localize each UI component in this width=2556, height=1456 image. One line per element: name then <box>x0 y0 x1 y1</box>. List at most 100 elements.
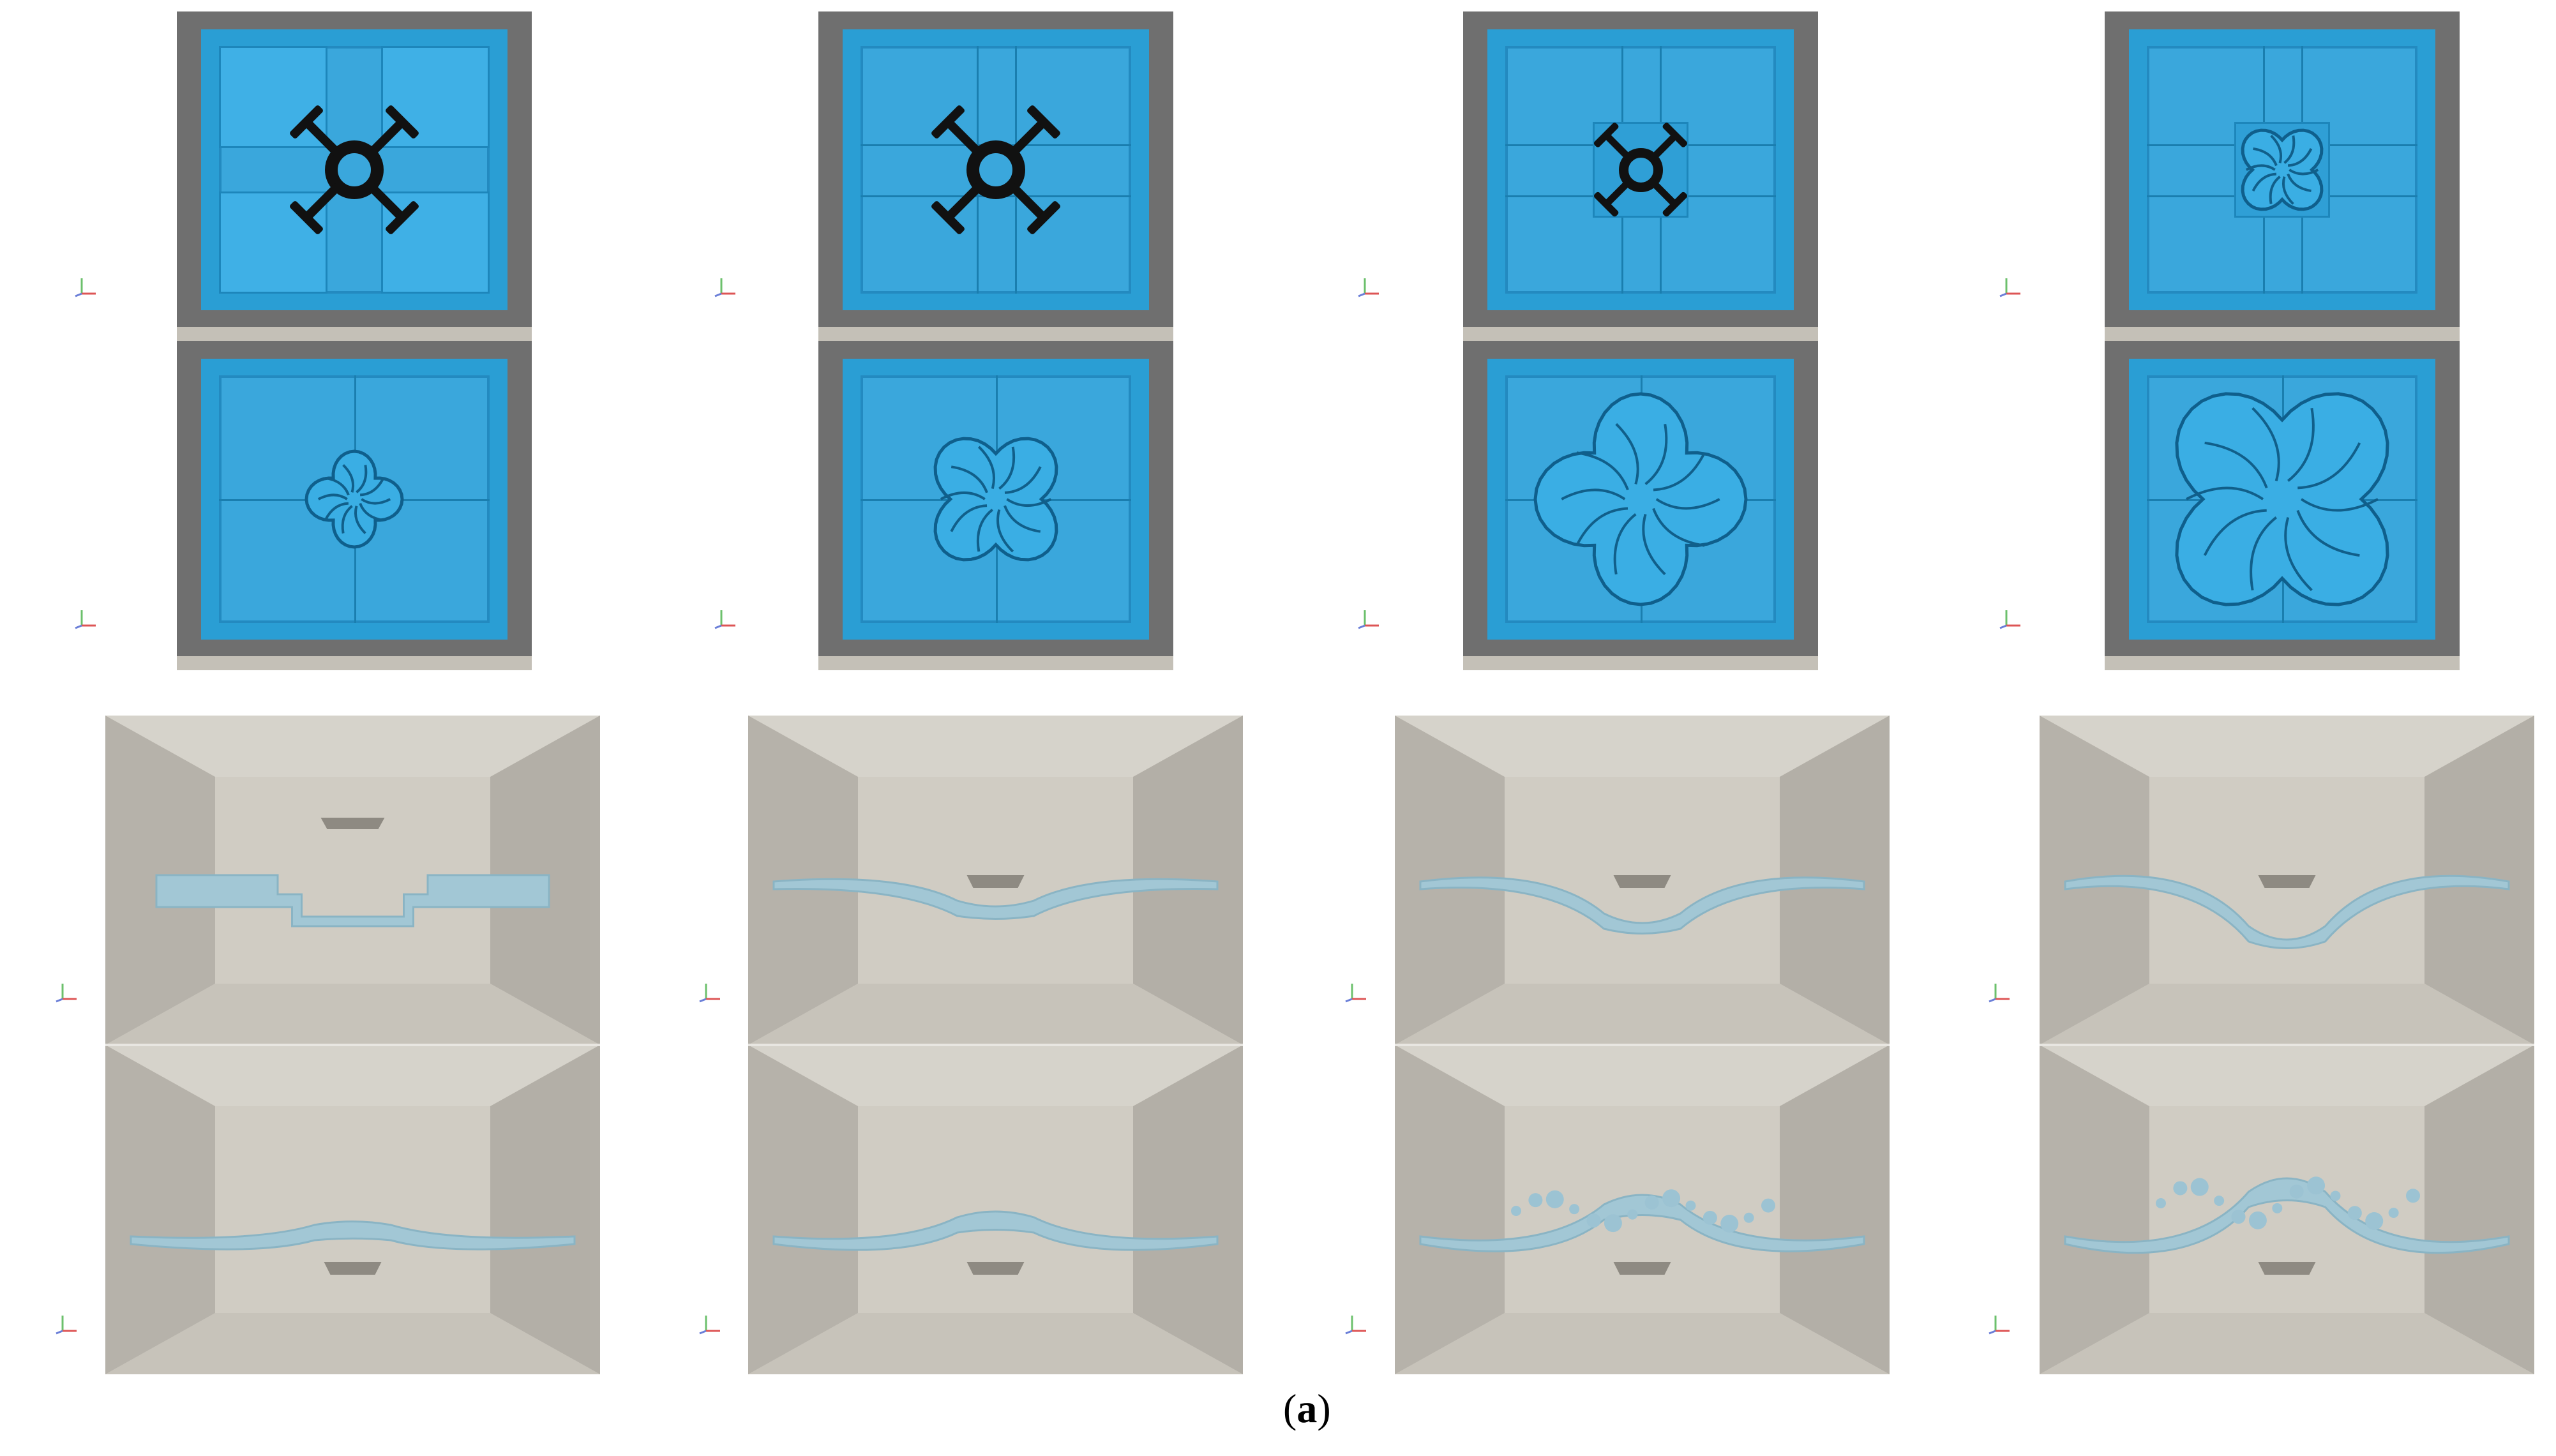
axis-triad-icon <box>1984 980 2016 1005</box>
floor-band <box>1463 327 1818 341</box>
room-ceiling <box>748 716 1243 777</box>
axis-triad-icon <box>710 606 742 632</box>
room-ceiling <box>748 1045 1243 1106</box>
top-view-upper <box>177 11 532 341</box>
water-droplet <box>1761 1198 1775 1213</box>
water-layer <box>1419 1194 1865 1252</box>
room-floor <box>748 984 1243 1045</box>
axis-triad-icon <box>1353 274 1385 300</box>
water-droplet <box>1511 1206 1521 1216</box>
water-layer <box>2064 874 2510 949</box>
side-view-upper <box>748 716 1243 1045</box>
room-floor <box>748 1313 1243 1374</box>
water-droplet <box>1627 1209 1638 1220</box>
room-back-wall <box>2149 1106 2424 1313</box>
water-droplet <box>2388 1208 2399 1219</box>
room-floor <box>105 1313 600 1374</box>
water-droplet <box>2190 1178 2209 1196</box>
water-droplet <box>2272 1203 2283 1213</box>
water-droplet <box>1569 1204 1580 1215</box>
room-ceiling <box>105 1045 600 1106</box>
water-droplet <box>2307 1176 2326 1195</box>
room-ceiling <box>1395 716 1890 777</box>
side-view-lower <box>748 1045 1243 1374</box>
water-layer <box>772 1210 1219 1251</box>
water-droplet <box>1662 1189 1681 1208</box>
side-view-panel <box>2040 716 2534 1374</box>
room-left-wall <box>2040 1045 2149 1374</box>
room-right-wall <box>1133 1045 1243 1374</box>
side-view-panel <box>105 716 600 1374</box>
water-droplet <box>1703 1210 1717 1225</box>
water-surface <box>1487 29 1794 310</box>
drone-icon <box>320 818 385 829</box>
side-view-panel <box>748 716 1243 1374</box>
room-right-wall <box>2424 1045 2534 1374</box>
water-droplet <box>1545 1190 1564 1208</box>
drone-icon <box>1487 29 1794 310</box>
drone-icon <box>2258 1262 2316 1275</box>
room-floor <box>2040 984 2534 1045</box>
floor-band <box>2105 656 2460 670</box>
water-droplet <box>1586 1213 1601 1228</box>
water-droplet <box>1743 1212 1754 1223</box>
water-droplet <box>1685 1200 1696 1211</box>
side-view-upper <box>2040 716 2534 1045</box>
drone-icon <box>843 29 1149 310</box>
top-view-lower <box>818 341 1173 670</box>
side-view-lower <box>2040 1045 2534 1374</box>
water-splash <box>2175 392 2389 606</box>
water-droplet <box>2248 1211 2267 1229</box>
water-surface <box>843 29 1149 310</box>
top-view-panel <box>818 11 1173 670</box>
side-view-render <box>1395 716 1890 1045</box>
room-left-wall <box>1395 1045 1505 1374</box>
water-droplet <box>2365 1212 2384 1230</box>
floor-band <box>818 656 1173 670</box>
drone-icon <box>966 875 1025 888</box>
axis-triad-icon <box>1341 980 1372 1005</box>
axis-triad-icon <box>710 274 742 300</box>
axis-triad-icon <box>51 1312 83 1337</box>
top-view-lower <box>177 341 532 670</box>
side-view-panel <box>1395 716 1890 1374</box>
water-droplet <box>2330 1190 2341 1201</box>
water-block <box>381 46 490 148</box>
water-droplet <box>2289 1184 2304 1199</box>
water-splash <box>1533 392 1748 606</box>
room-floor <box>1395 1313 1890 1374</box>
top-view-lower <box>1463 341 1818 670</box>
water-layer <box>772 878 1219 920</box>
floor-band <box>2105 327 2460 341</box>
floor-band <box>818 327 1173 341</box>
side-view-lower <box>1395 1045 1890 1374</box>
water-droplet <box>1528 1193 1543 1208</box>
floor-band <box>177 327 532 341</box>
axis-triad-icon <box>70 274 102 300</box>
side-view-render <box>1395 1045 1890 1374</box>
water-droplet <box>2347 1206 2362 1220</box>
floor-band <box>177 656 532 670</box>
room-ceiling <box>2040 716 2534 777</box>
room-left-wall <box>748 1045 858 1374</box>
axis-triad-icon <box>70 606 102 632</box>
room-right-wall <box>490 1045 600 1374</box>
water-layer <box>1419 876 1865 934</box>
top-view-panel <box>1463 11 1818 670</box>
water-surface <box>201 359 507 640</box>
water-droplet <box>2406 1189 2420 1203</box>
top-view-upper <box>2105 11 2460 341</box>
panel-divider <box>2040 1044 2534 1046</box>
drone-icon <box>1613 1262 1671 1275</box>
room-floor <box>2040 1313 2534 1374</box>
water-surface <box>2129 29 2435 310</box>
water-droplet <box>2156 1198 2166 1208</box>
room-floor <box>1395 984 1890 1045</box>
axis-triad-icon <box>695 1312 726 1337</box>
side-view-render <box>105 1045 600 1374</box>
water-droplet <box>2173 1181 2188 1196</box>
side-view-lower <box>105 1045 600 1374</box>
room-ceiling <box>2040 1045 2534 1106</box>
drone-icon <box>1613 875 1671 888</box>
water-layer <box>130 1220 576 1250</box>
